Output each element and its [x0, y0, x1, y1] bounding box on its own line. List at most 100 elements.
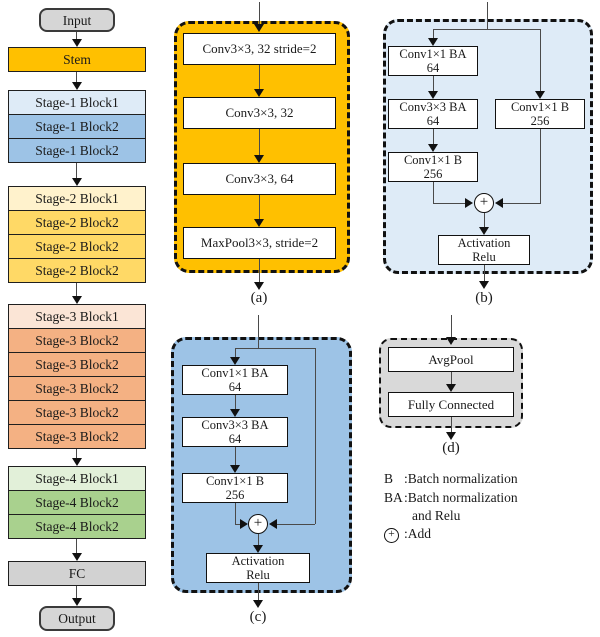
- legend-text-ba: :Batch normalization: [404, 490, 518, 505]
- conv-box-size: 64: [228, 432, 242, 446]
- flow-row-stage2-block2: Stage-2 Block2: [8, 234, 146, 259]
- connector-line: [235, 348, 315, 350]
- arrow-down-icon: [230, 465, 240, 473]
- connector-line: [433, 182, 435, 204]
- connector-line: [433, 29, 540, 31]
- maxpool-box: MaxPool3×3, stride=2: [183, 227, 336, 259]
- legend-symbol-ba: BA: [384, 490, 403, 505]
- connector-line: [277, 524, 315, 526]
- arrow-down-icon: [254, 89, 264, 97]
- arrow-down-icon: [72, 178, 82, 186]
- arrow-down-icon: [446, 337, 456, 345]
- connector-line: [451, 417, 453, 432]
- arrow-down-icon: [72, 296, 82, 304]
- flow-row-stage2-block2: Stage-2 Block2: [8, 210, 146, 235]
- connector-line: [259, 129, 261, 155]
- connector-line: [76, 72, 78, 82]
- flow-row-stage3-block2: Stage-3 Block2: [8, 400, 146, 425]
- flow-row-fc: FC: [8, 561, 146, 586]
- flow-row-stage1-block2: Stage-1 Block2: [8, 114, 146, 139]
- conv-box-size: 64: [426, 114, 440, 128]
- conv-box-label: Conv3×3, 32 stride=2: [202, 41, 317, 56]
- conv-box: Conv1×1 BA 64: [182, 365, 288, 395]
- connector-line: [451, 372, 453, 384]
- arrow-down-icon: [479, 227, 489, 235]
- arrow-down-icon: [72, 82, 82, 90]
- connector-line: [503, 203, 540, 205]
- conv-box: Conv1×1 B 256: [495, 99, 585, 129]
- connector-line: [76, 283, 78, 296]
- arrow-down-icon: [254, 219, 264, 227]
- connector-line: [259, 195, 261, 219]
- connector-line: [258, 315, 260, 348]
- conv-box-size: 64: [228, 380, 242, 394]
- skip-connection-line: [315, 348, 317, 524]
- flow-row-stage1-block1: Stage-1 Block1: [8, 90, 146, 115]
- conv-box-label: Conv3×3, 32: [225, 105, 294, 120]
- flow-row-output: Output: [39, 606, 115, 631]
- flow-row-stage3-block2: Stage-3 Block2: [8, 376, 146, 401]
- arrow-down-icon: [72, 458, 82, 466]
- activation-box: Activation Relu: [438, 235, 530, 265]
- conv-box-label: Conv1×1 B: [510, 100, 570, 114]
- connector-line: [235, 503, 237, 525]
- connector-line: [258, 534, 260, 545]
- flow-row-stage2-block2: Stage-2 Block2: [8, 258, 146, 283]
- maxpool-box-label: MaxPool3×3, stride=2: [200, 235, 319, 250]
- connector-line: [259, 2, 261, 24]
- connector-line: [76, 163, 78, 178]
- flow-row-stage4-block1: Stage-4 Block1: [8, 466, 146, 491]
- activation-label: Relu: [472, 250, 496, 264]
- flow-row-stage3-block2: Stage-3 Block2: [8, 424, 146, 449]
- connector-line: [76, 586, 78, 598]
- activation-box: Activation Relu: [206, 553, 310, 583]
- connector-line: [235, 395, 237, 409]
- conv-box: Conv3×3, 32 stride=2: [183, 33, 336, 65]
- activation-label: Activation: [457, 236, 511, 250]
- connector-line: [259, 259, 261, 282]
- connector-line: [258, 583, 260, 600]
- add-icon: +: [474, 193, 494, 213]
- arrow-down-icon: [428, 91, 438, 99]
- arrow-down-icon: [72, 553, 82, 561]
- conv-box: Conv3×3 BA 64: [182, 417, 288, 447]
- connector-line: [433, 129, 435, 144]
- legend-symbol-b: B: [384, 471, 394, 486]
- add-icon: +: [384, 528, 399, 543]
- arrow-down-icon: [253, 600, 263, 608]
- connector-line: [235, 524, 240, 526]
- flow-row-stage4-block2: Stage-4 Block2: [8, 514, 146, 539]
- conv-box: Conv1×1 B 256: [388, 152, 478, 182]
- conv-box-label: Conv1×1 BA: [399, 47, 467, 61]
- activation-label: Relu: [246, 568, 270, 582]
- conv-box: Conv3×3, 64: [183, 163, 336, 195]
- arrow-down-icon: [254, 155, 264, 163]
- activation-label: Activation: [231, 554, 285, 568]
- flow-row-stage1-block2: Stage-1 Block2: [8, 138, 146, 163]
- arrow-left-icon: [495, 198, 503, 208]
- connector-line: [451, 315, 453, 337]
- arrow-down-icon: [428, 38, 438, 46]
- conv-box-size: 256: [530, 114, 550, 128]
- conv-box-label: Conv3×3 BA: [399, 100, 467, 114]
- connector-line: [484, 213, 486, 227]
- conv-box-size: 256: [423, 167, 443, 181]
- connector-line: [433, 29, 435, 38]
- connector-line: [540, 29, 542, 91]
- arrow-down-icon: [254, 24, 264, 32]
- legend-text-add: :Add: [404, 526, 431, 541]
- conv-box-label: Conv3×3, 64: [225, 171, 294, 186]
- arrow-down-icon: [535, 91, 545, 99]
- panel-a-label: (a): [250, 290, 268, 306]
- connector-line: [76, 539, 78, 553]
- conv-box: Conv3×3 BA 64: [388, 99, 478, 129]
- conv-box: Conv1×1 B 256: [182, 473, 288, 503]
- connector-line: [259, 65, 261, 89]
- arrow-down-icon: [428, 144, 438, 152]
- arrow-left-icon: [269, 519, 277, 529]
- connector-line: [487, 2, 489, 29]
- arrow-down-icon: [253, 545, 263, 553]
- panel-b-label: (b): [475, 290, 493, 306]
- connector-line: [235, 447, 237, 465]
